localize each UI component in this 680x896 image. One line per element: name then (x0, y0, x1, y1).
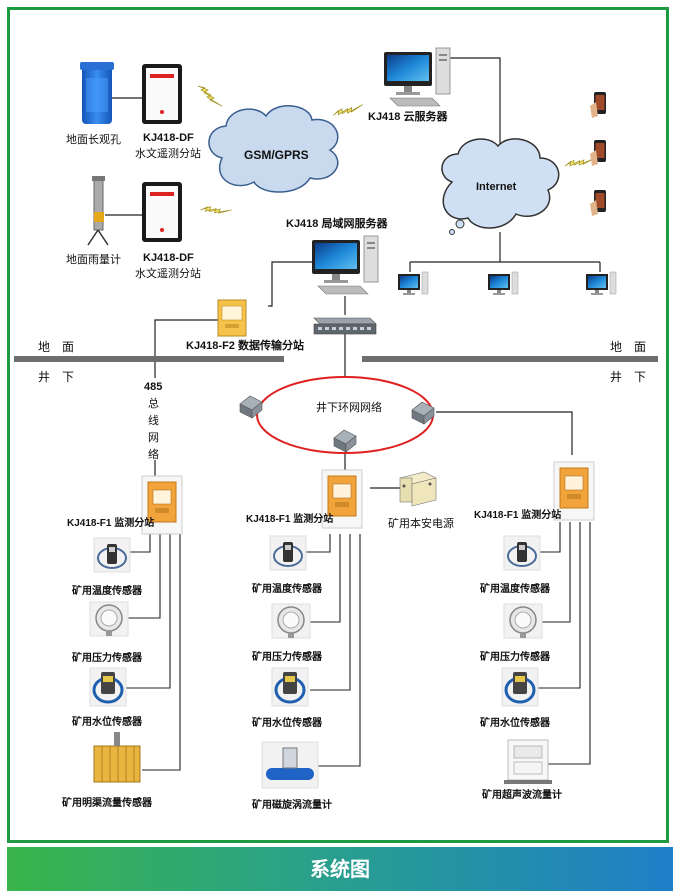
bus-char-1: 总 (148, 396, 159, 410)
footer-title: 系统图 (310, 857, 370, 881)
safety-power-label: 矿用本安电源 (388, 516, 454, 530)
internet-label: Internet (476, 181, 517, 193)
col1-open-channel-flow-sensor-icon (93, 732, 141, 783)
rain-gauge-label: 地面雨量计 (66, 253, 121, 266)
underground-label-right: 井 下 (610, 370, 646, 384)
col3-sensor-1-label: 矿用温度传感器 (480, 582, 551, 595)
phone-icon-1 (590, 92, 606, 118)
internet-cloud (441, 138, 560, 235)
cloud-server-icon (383, 47, 451, 96)
system-diagram: 地 面 地 面 井 下 井 下 地面长观孔 KJ418-DF 水文遥测分站 地面… (14, 47, 658, 811)
df-station-top (142, 64, 182, 124)
col1-pressure-sensor-icon (89, 601, 129, 637)
df-station-top-model: KJ418-DF (143, 132, 194, 144)
df-station-bottom (142, 182, 182, 242)
col1-water-level-sensor-icon (88, 666, 128, 708)
col2-sensor-3-label: 矿用水位传感器 (252, 716, 323, 729)
surface-hole-label: 地面长观孔 (66, 133, 121, 146)
ring-node-bottom-icon (333, 429, 357, 453)
bus-485-label: 485 (144, 381, 162, 393)
cloud-server-label: KJ418 云服务器 (368, 109, 448, 123)
ground-label-right: 地 面 (610, 340, 646, 354)
client-pc-icon-3 (585, 271, 617, 296)
col2-pressure-sensor-icon (271, 603, 311, 639)
wireless-bolt-icon-3 (332, 94, 364, 126)
f2-station-label: KJ418-F2 数据传输分站 (186, 338, 304, 352)
f1-station-3-label: KJ418-F1 监测分站 (474, 508, 561, 521)
df-station-bottom-name: 水文遥测分站 (135, 266, 201, 280)
col3-sensor-4-label: 矿用超声波流量计 (482, 788, 562, 801)
col2-temperature-sensor-icon (269, 535, 307, 571)
footer-banner: 系统图 (7, 847, 673, 891)
col1-sensor-4-label: 矿用明渠流量传感器 (62, 796, 153, 809)
f1-station-1-label: KJ418-F1 监测分站 (67, 516, 154, 529)
col2-sensor-4-label: 矿用磁旋涡流量计 (252, 798, 332, 811)
col3-pressure-sensor-icon (503, 603, 543, 639)
network-switch-icon (313, 317, 377, 335)
wireless-bolt-icon-1 (197, 85, 223, 107)
df-station-bottom-model: KJ418-DF (143, 252, 194, 264)
col2-water-level-sensor-icon (270, 666, 310, 708)
keyboard-icon-cloud (389, 97, 441, 107)
client-pc-icon-2 (487, 271, 519, 296)
col2-sensor-2-label: 矿用压力传感器 (252, 650, 323, 663)
ring-node-left-icon (239, 395, 263, 419)
client-pc-icon-1 (397, 271, 429, 296)
col3-sensor-3-label: 矿用水位传感器 (480, 716, 551, 729)
bus-char-4: 络 (148, 447, 159, 461)
gsm-cloud (208, 105, 339, 193)
gsm-label: GSM/GPRS (244, 148, 309, 162)
rain-gauge-icon (87, 176, 109, 246)
col2-electromagnetic-flowmeter-icon (261, 741, 319, 789)
ring-network-label: 井下环网网络 (316, 400, 382, 414)
col1-sensor-2-label: 矿用压力传感器 (72, 651, 143, 664)
lan-server-icon (311, 235, 379, 284)
col1-sensor-3-label: 矿用水位传感器 (72, 715, 143, 728)
ground-label-left: 地 面 (38, 340, 74, 354)
wireless-bolt-icon-2 (200, 194, 232, 226)
wireless-bolt-icon-4 (564, 146, 596, 178)
df-station-top-name: 水文遥测分站 (135, 146, 201, 160)
col3-ultrasonic-flowmeter-icon (504, 739, 552, 784)
underground-label-left: 井 下 (38, 370, 74, 384)
phone-icon-3 (590, 190, 606, 216)
col1-sensor-1-label: 矿用温度传感器 (72, 584, 143, 597)
safety-power-icon (399, 471, 437, 507)
bus-char-2: 线 (148, 413, 159, 427)
col3-water-level-sensor-icon (500, 666, 540, 708)
lan-server-label: KJ418 局域网服务器 (286, 216, 388, 230)
connection-lines (105, 57, 601, 489)
col3-temperature-sensor-icon (503, 535, 541, 571)
f2-station-icon (217, 299, 247, 337)
sensor-wires (122, 522, 591, 771)
keyboard-icon-lan (317, 285, 369, 295)
bus-char-3: 网 (148, 431, 159, 444)
col3-sensor-2-label: 矿用压力传感器 (480, 650, 551, 663)
f1-station-2-label: KJ418-F1 监测分站 (246, 512, 333, 525)
surface-hole-icon (80, 62, 114, 124)
surface-divider: 地 面 地 面 井 下 井 下 (14, 340, 658, 384)
phone-icon-2 (590, 140, 606, 166)
col1-temperature-sensor-icon (93, 537, 131, 573)
col2-sensor-1-label: 矿用温度传感器 (252, 582, 323, 595)
